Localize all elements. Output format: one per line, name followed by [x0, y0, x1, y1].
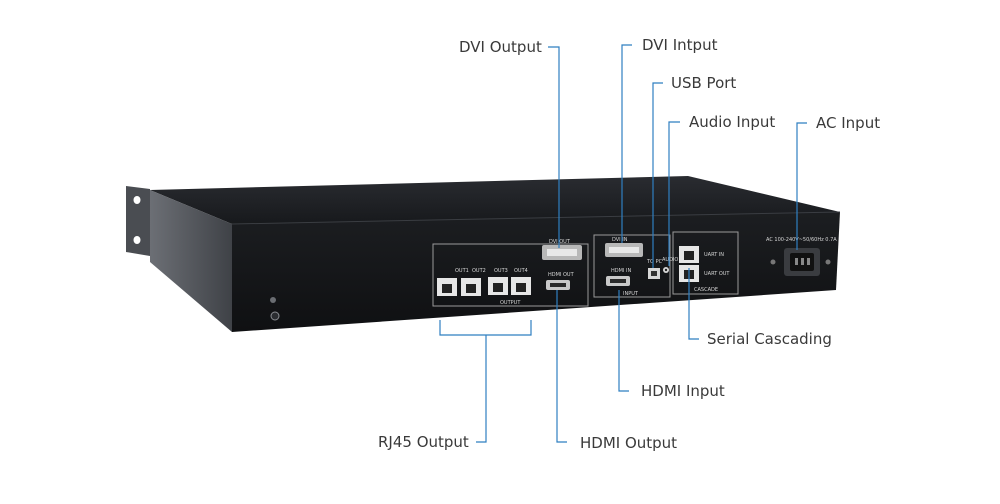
chassis-top — [150, 176, 840, 224]
callout-ac-input: AC Input — [816, 114, 881, 132]
label-hdmi-in: HDMI IN — [611, 268, 631, 274]
callout-hdmi-input: HDMI Input — [641, 382, 725, 400]
label-out1: OUT1 — [455, 268, 469, 274]
label-audio: AUDIO — [662, 257, 678, 263]
leader-lines — [439, 44, 807, 443]
ac-screw — [770, 259, 776, 265]
leader-ac-input — [796, 122, 807, 250]
label-dvi-out: DVI OUT — [549, 239, 571, 245]
rj45-ports — [437, 277, 531, 296]
label-out2: OUT2 — [472, 268, 486, 274]
label-to-pc: TO PC — [646, 259, 663, 265]
chassis-back-panel — [232, 212, 840, 332]
callout-dvi-output: DVI Output — [459, 38, 542, 56]
label-hdmi-out: HDMI OUT — [548, 272, 575, 278]
leader-audio-input — [668, 121, 680, 266]
leader-usb-port — [652, 82, 663, 268]
leader-rj45-output — [439, 320, 532, 336]
callout-serial-cascading: Serial Cascading — [707, 330, 832, 348]
chassis-side — [150, 190, 232, 332]
leader-dvi-input — [621, 44, 632, 243]
leader-hdmi-output — [556, 290, 567, 443]
callout-dvi-input: DVI Intput — [642, 36, 718, 54]
ac-screw — [825, 259, 831, 265]
output-section: OUT1 OUT2 OUT3 OUT4 OUTPUT DVI OUT HDMI … — [432, 239, 589, 307]
leader-dvi-output — [548, 46, 560, 248]
callout-audio-input: Audio Input — [689, 113, 776, 131]
label-uart-in: UART IN — [704, 252, 724, 258]
rack-ear-hole — [133, 196, 141, 204]
leader-rj45-output-stem — [476, 335, 487, 443]
label-uart-out: UART OUT — [704, 271, 730, 277]
callout-usb-port: USB Port — [671, 74, 737, 92]
callout-rj45-output: RJ45 Output — [378, 433, 469, 451]
chassis-screw — [270, 297, 276, 303]
label-out3: OUT3 — [494, 268, 508, 274]
input-section: DVI IN HDMI IN TO PC AUDIO INPUT — [593, 234, 678, 298]
callout-hdmi-output: HDMI Output — [580, 434, 678, 452]
label-cascade: CASCADE — [694, 287, 718, 293]
leader-serial-cascading — [688, 268, 699, 340]
label-dvi-in: DVI IN — [612, 237, 628, 243]
ac-power-section: AC 100-240V~50/60Hz 0.7A — [766, 237, 837, 276]
label-output: OUTPUT — [500, 300, 521, 306]
label-ac-rating: AC 100-240V~50/60Hz 0.7A — [766, 237, 837, 243]
ground-terminal — [270, 311, 280, 321]
leader-hdmi-input — [618, 290, 629, 392]
label-input: INPUT — [623, 291, 639, 297]
label-out4: OUT4 — [514, 268, 528, 274]
rack-ear — [126, 186, 150, 256]
rack-ear-hole — [133, 236, 141, 244]
